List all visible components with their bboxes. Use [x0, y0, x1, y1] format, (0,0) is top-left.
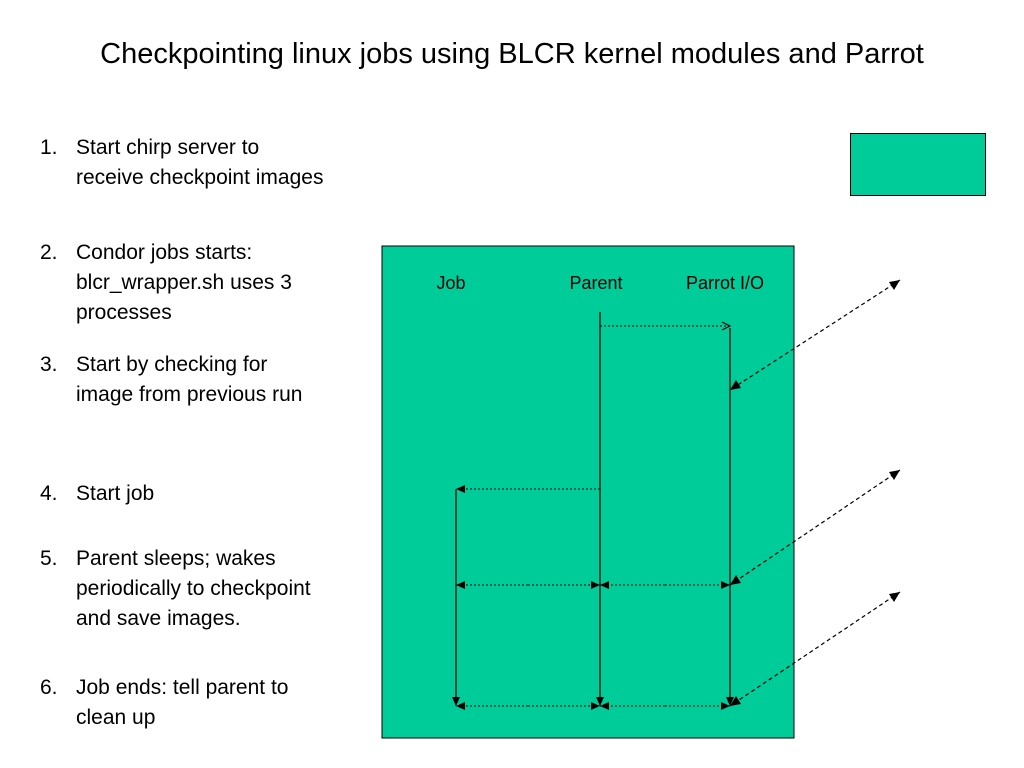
step-number: 4. — [40, 482, 58, 505]
step-text: Start chirp server to — [76, 136, 260, 159]
step-text: Start job — [76, 482, 155, 505]
step-text: processes — [76, 301, 172, 324]
step-number: 5. — [40, 547, 58, 570]
step-number: 6. — [40, 676, 58, 699]
step-text: Condor jobs starts: — [76, 241, 253, 264]
step-text: receive checkpoint images — [76, 166, 324, 189]
step-6: 6. Job ends: tell parent to clean up — [40, 673, 288, 733]
slide-title: Checkpointing linux jobs using BLCR kern… — [100, 38, 924, 70]
step-text: Job ends: tell parent to — [76, 676, 289, 699]
process-box — [381, 245, 795, 739]
column-label-parent: Parent — [569, 273, 622, 293]
parrot-chirp-arrow-1 — [729, 279, 901, 391]
step-text: image from previous run — [76, 383, 303, 406]
step-text: periodically to checkpoint — [76, 577, 311, 600]
step-number: 3. — [40, 353, 58, 376]
parrot-chirp-arrow-2 — [729, 469, 901, 586]
parrot-chirp-arrow-3 — [729, 591, 901, 707]
step-1: 1. Start chirp server to receive checkpoi… — [40, 133, 323, 193]
step-text: Parent sleeps; wakes — [76, 547, 276, 570]
step-text: Start by checking for — [76, 353, 268, 376]
step-text: clean up — [76, 706, 156, 729]
step-3: 3. Start by checking for image from previ… — [40, 350, 302, 410]
step-text: and save images. — [76, 607, 241, 630]
column-label-parrot-io: Parrot I/O — [686, 273, 764, 293]
step-5: 5. Parent sleeps; wakes periodically to c… — [40, 544, 311, 634]
step-text: blcr_wrapper.sh uses 3 — [76, 271, 292, 294]
step-4: 4. Start job — [40, 479, 154, 509]
step-2: 2. Condor jobs starts: blcr_wrapper.sh us… — [40, 238, 292, 328]
chirp-server-box — [850, 133, 986, 196]
step-number: 1. — [40, 136, 58, 159]
step-number: 2. — [40, 241, 58, 264]
column-label-job: Job — [436, 273, 465, 293]
